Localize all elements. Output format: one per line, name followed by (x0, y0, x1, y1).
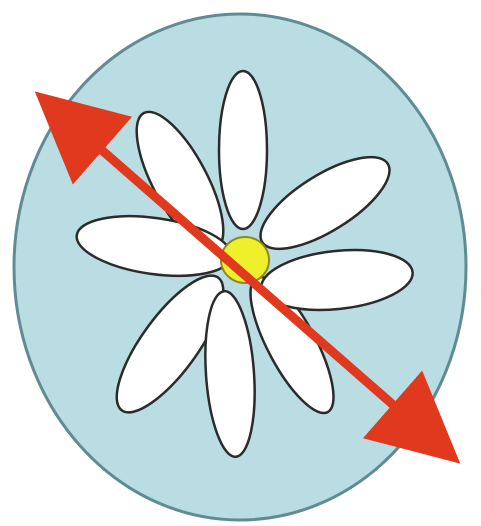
petal-top (219, 71, 267, 229)
